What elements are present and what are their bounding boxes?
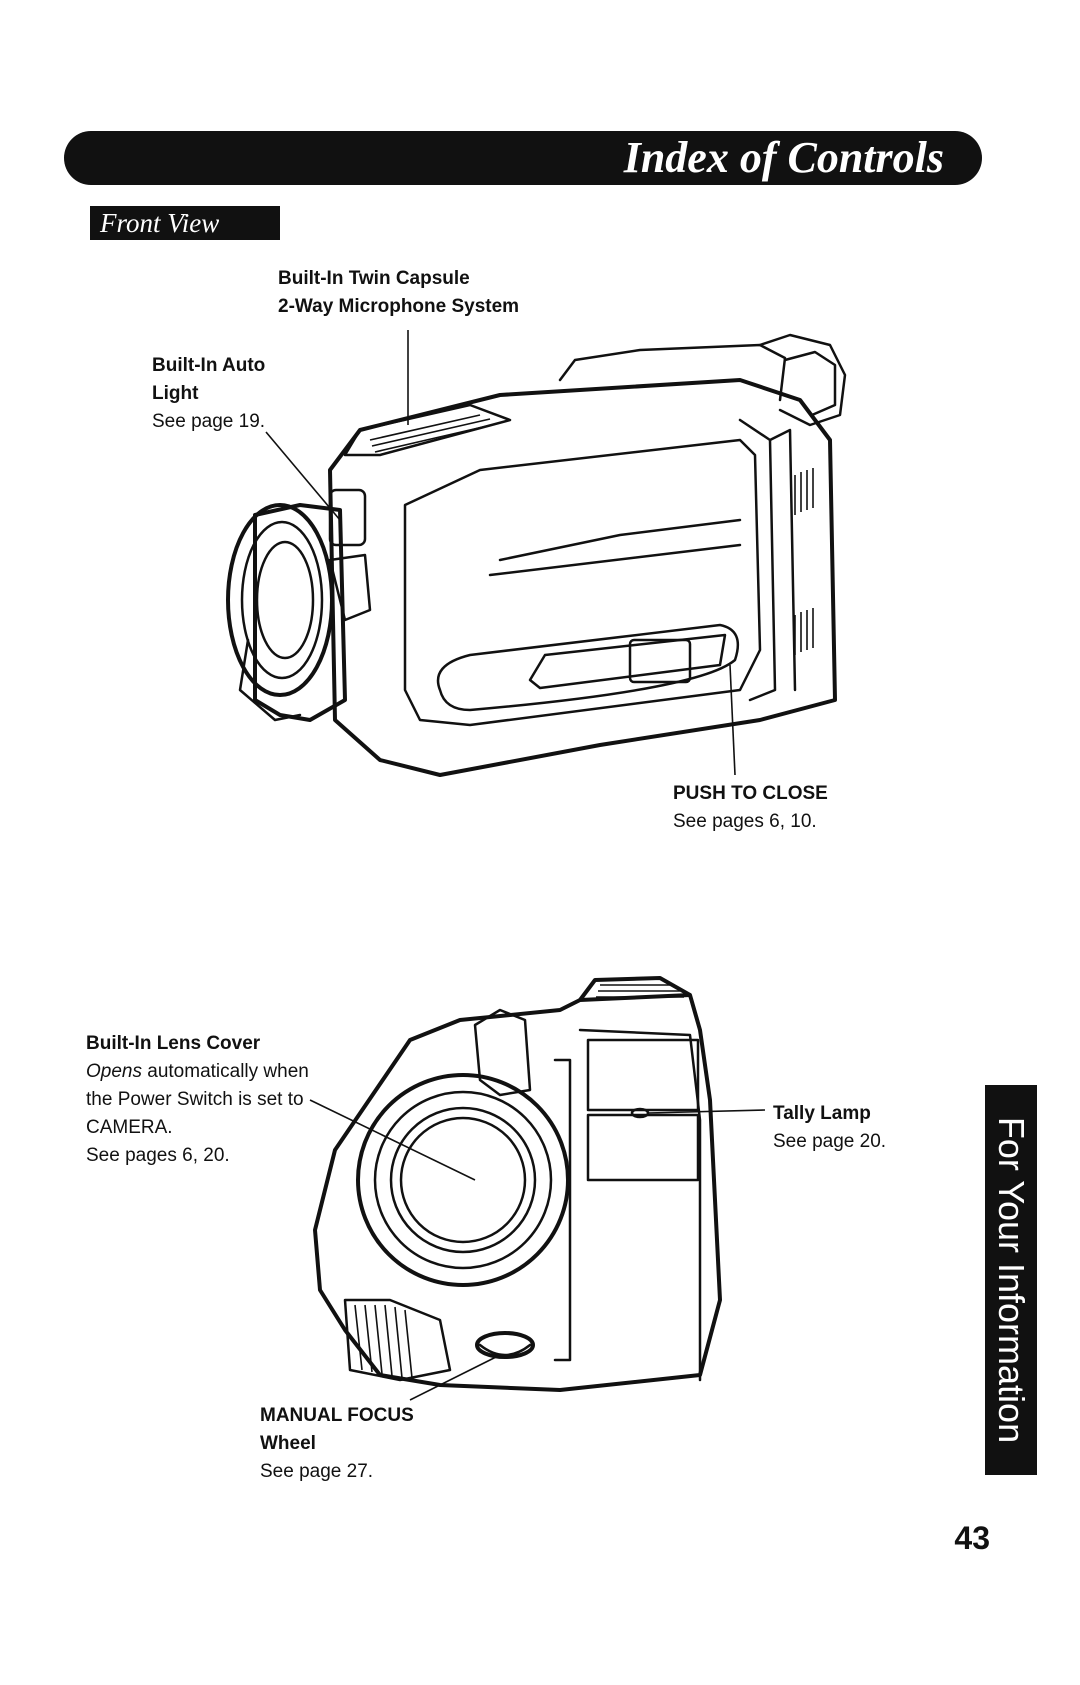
manual-focus-line1: MANUAL FOCUS bbox=[260, 1405, 414, 1426]
manual-focus-label: MANUAL FOCUS Wheel See page 27. bbox=[260, 1402, 414, 1486]
auto-light-label-line1: Built-In Auto bbox=[152, 355, 266, 376]
manual-focus-line2: Wheel bbox=[260, 1433, 316, 1454]
push-to-close-title: PUSH TO CLOSE bbox=[673, 783, 828, 804]
side-tab: For Your Information bbox=[985, 1085, 1037, 1475]
tally-lamp-label: Tally Lamp See page 20. bbox=[773, 1100, 886, 1156]
camcorder-front-illustration bbox=[309, 976, 766, 1401]
microphone-label-line2: 2-Way Microphone System bbox=[278, 296, 520, 317]
page-title: Index of Controls bbox=[623, 133, 944, 182]
auto-light-label: Built-In Auto Light See page 19. bbox=[152, 352, 265, 436]
lens-cover-page-ref: See pages 6, 20. bbox=[86, 1145, 230, 1166]
section-title: Front View bbox=[100, 208, 220, 238]
page-number: 43 bbox=[954, 1520, 990, 1556]
auto-light-label-line2: Light bbox=[152, 383, 199, 404]
camcorder-side-illustration bbox=[226, 330, 847, 777]
lens-cover-desc-line3: CAMERA. bbox=[86, 1117, 173, 1138]
lens-cover-title: Built-In Lens Cover bbox=[86, 1033, 261, 1054]
lens-cover-desc-line1: Opens automatically when bbox=[86, 1058, 309, 1086]
section-tab: Front View bbox=[90, 206, 280, 240]
lens-cover-label: Built-In Lens Cover Opens automatically … bbox=[86, 1030, 309, 1170]
lens-cover-desc-line2: the Power Switch is set to bbox=[86, 1089, 304, 1110]
tally-lamp-page-ref: See page 20. bbox=[773, 1131, 887, 1152]
lens-cover-desc-italic: Opens bbox=[86, 1061, 142, 1082]
microphone-label-line1: Built-In Twin Capsule bbox=[278, 268, 470, 289]
lens-cover-desc-rest: automatically when bbox=[141, 1061, 309, 1082]
auto-light-page-ref: See page 19. bbox=[152, 411, 266, 432]
title-bar: Index of Controls bbox=[64, 131, 982, 185]
manual-focus-page-ref: See page 27. bbox=[260, 1461, 374, 1482]
push-to-close-label: PUSH TO CLOSE See pages 6, 10. bbox=[673, 780, 828, 836]
microphone-label: Built-In Twin Capsule 2-Way Microphone S… bbox=[278, 265, 519, 321]
tally-lamp-title: Tally Lamp bbox=[773, 1103, 871, 1124]
push-to-close-page-ref: See pages 6, 10. bbox=[673, 811, 817, 832]
